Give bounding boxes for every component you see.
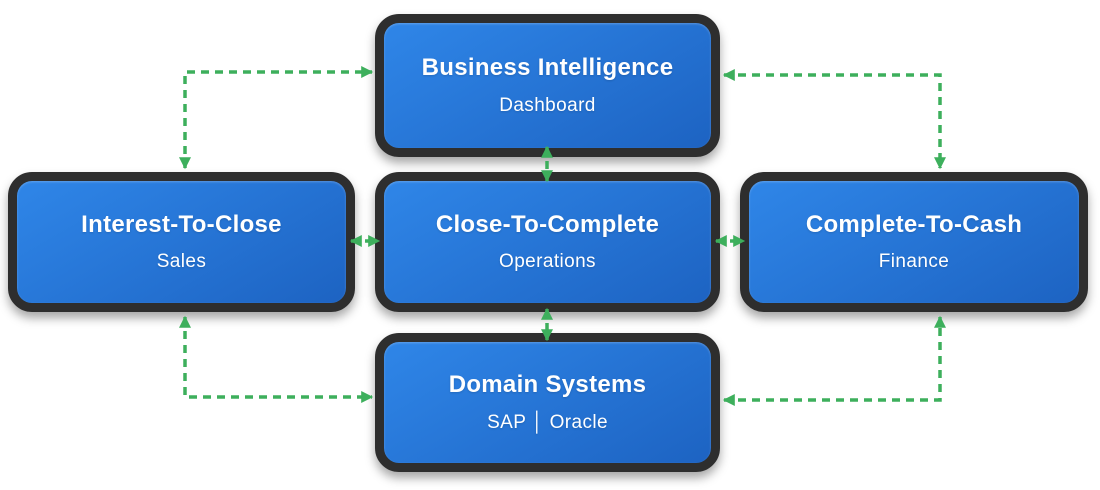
node-complete-to-cash: Complete-To-Cash Finance	[740, 172, 1088, 312]
node-close-to-complete: Close-To-Complete Operations	[375, 172, 720, 312]
connector-domain-cash	[722, 315, 946, 406]
connector-itc-bi	[179, 66, 374, 170]
node-subtitle: Finance	[878, 251, 950, 273]
node-interest-to-close: Interest-To-Close Sales	[8, 172, 355, 312]
node-title: Complete-To-Cash	[805, 210, 1023, 238]
node-subtitle: Dashboard	[499, 94, 596, 116]
node-title: Close-To-Complete	[435, 210, 660, 238]
node-subtitle: Sales	[156, 251, 207, 273]
node-subtitle: SAP │ Oracle	[487, 411, 608, 433]
node-title: Business Intelligence	[421, 54, 674, 82]
node-title: Domain Systems	[448, 371, 647, 399]
connector-bi-cash	[722, 69, 946, 170]
node-title: Interest-To-Close	[81, 210, 282, 238]
node-domain-systems: Domain Systems SAP │ Oracle	[375, 333, 720, 472]
node-subtitle: Operations	[499, 251, 596, 273]
connector-itc-domain	[179, 315, 374, 403]
node-business-intelligence: Business Intelligence Dashboard	[375, 14, 720, 157]
